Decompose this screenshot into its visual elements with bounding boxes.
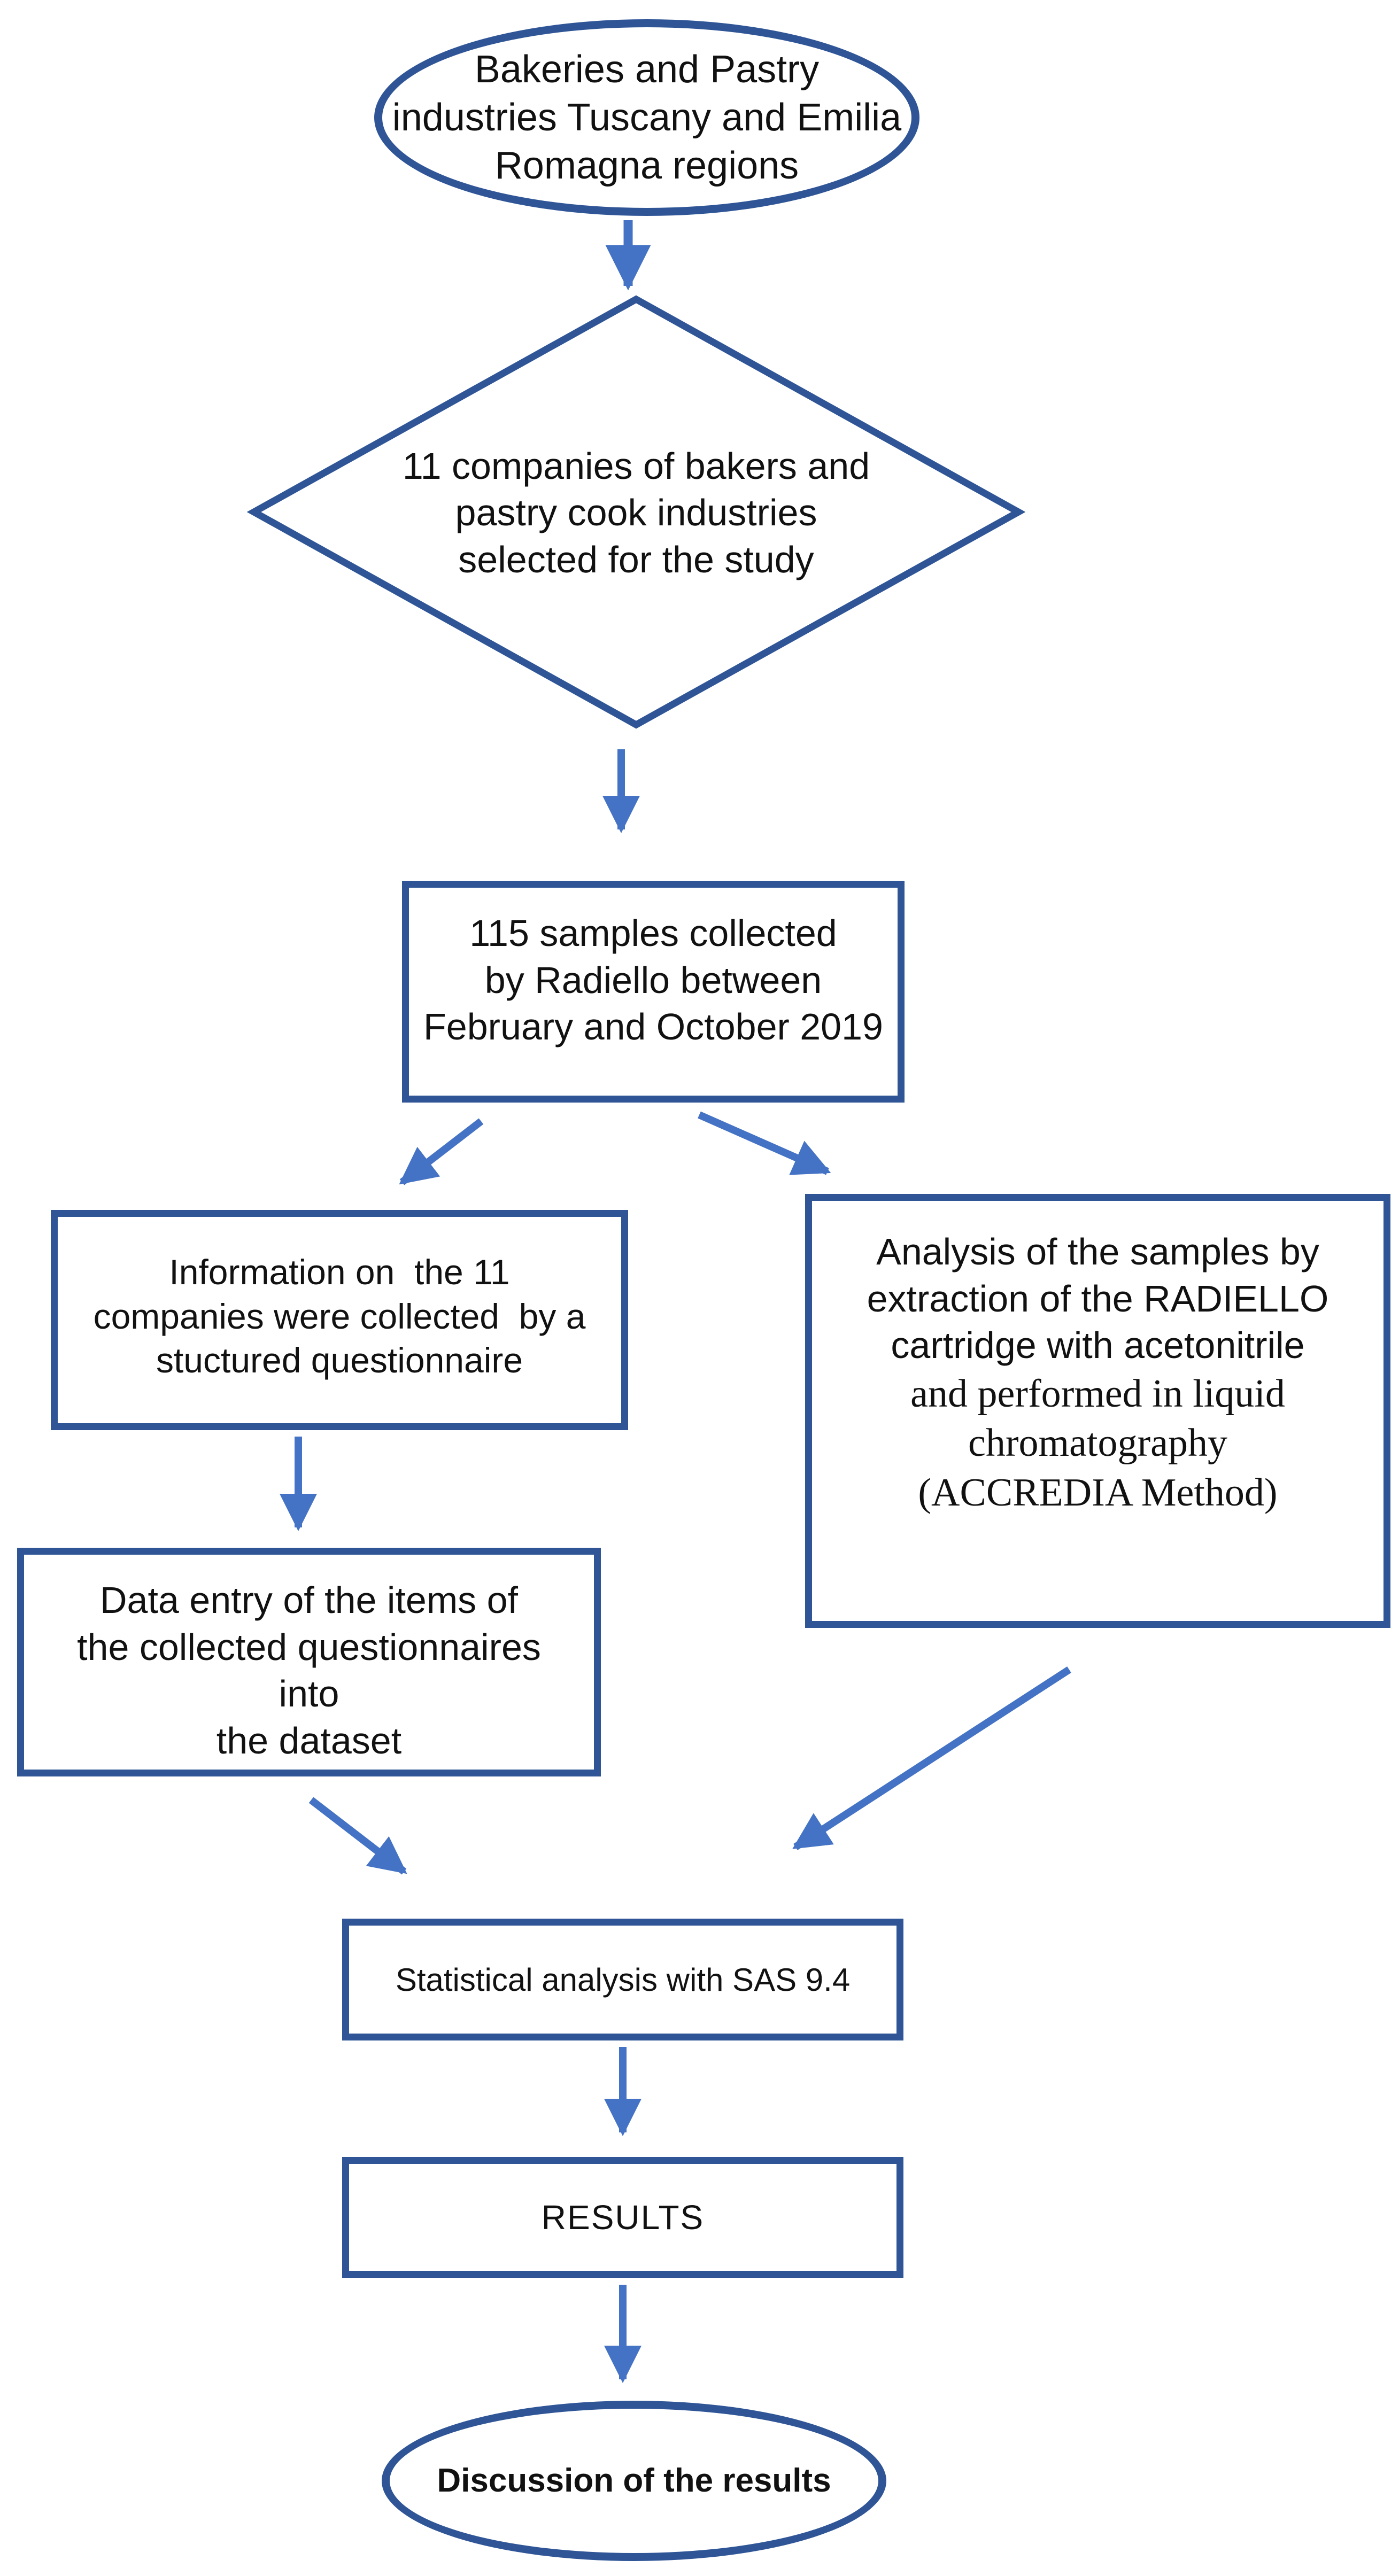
decision-node-text: 11 companies of bakers and pastry cook i… xyxy=(402,445,870,580)
data-entry-node-text: Data entry of the items of the collected… xyxy=(77,1579,541,1762)
arrow-samples-to-questionnaire xyxy=(399,1118,484,1185)
arrow-dataentry-to-statistics xyxy=(308,1797,407,1875)
questionnaire-node: Information on the 11 companies were col… xyxy=(51,1210,628,1430)
results-node: RESULTS xyxy=(342,2157,903,2278)
data-entry-node: Data entry of the items of the collected… xyxy=(17,1548,601,1776)
samples-node: 115 samples collected by Radiello betwee… xyxy=(402,881,905,1103)
discussion-node-text: Discussion of the results xyxy=(437,2462,831,2500)
results-node-text: RESULTS xyxy=(541,2198,705,2237)
decision-node: 11 companies of bakers and pastry cook i… xyxy=(315,395,957,631)
analysis-node-text-serif: and performed in liquid chromatography (… xyxy=(910,1371,1285,1515)
analysis-node: Analysis of the samples by extraction of… xyxy=(805,1194,1390,1628)
statistics-node: Statistical analysis with SAS 9.4 xyxy=(342,1919,903,2040)
arrow-analysis-to-statistics xyxy=(792,1666,1071,1850)
questionnaire-node-text: Information on the 11 companies were col… xyxy=(93,1252,586,1380)
decision-diamond-shape xyxy=(246,295,1026,729)
start-node-text: Bakeries and Pastry industries Tuscany a… xyxy=(392,48,902,187)
statistics-node-text: Statistical analysis with SAS 9.4 xyxy=(395,1961,851,1998)
samples-node-text: 115 samples collected by Radiello betwee… xyxy=(423,912,883,1048)
analysis-node-text-sans: Analysis of the samples by extraction of… xyxy=(867,1231,1329,1366)
discussion-node: Discussion of the results xyxy=(382,2401,886,2561)
arrow-samples-to-analysis xyxy=(698,1111,831,1175)
start-node: Bakeries and Pastry industries Tuscany a… xyxy=(374,19,919,216)
